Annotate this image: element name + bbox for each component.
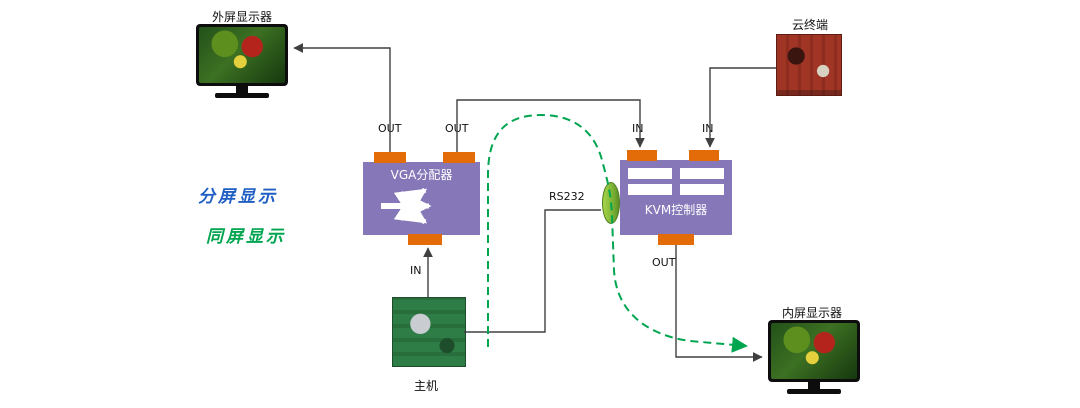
monitor-bezel <box>768 320 860 382</box>
monitor-screen-image <box>199 27 285 83</box>
line-vga-to-external-monitor <box>293 43 391 152</box>
monitor-base <box>215 93 269 98</box>
vga-in-port <box>408 234 442 245</box>
kvm-controller-box: KVM控制器 <box>620 160 732 235</box>
monitor-screen-image <box>771 323 857 379</box>
line-vga-to-kvm <box>456 99 645 152</box>
internal-monitor-label: 内屏显示器 <box>782 306 843 320</box>
port-label-in-2: IN <box>702 122 714 135</box>
cloud-terminal-board-image <box>776 34 842 96</box>
line-kvm-to-internal-monitor <box>675 245 763 362</box>
monitor-stand <box>808 382 820 389</box>
external-monitor-label: 外屏显示器 <box>212 10 273 24</box>
port-label-out-1: OUT <box>378 122 402 135</box>
external-monitor-icon <box>196 24 288 98</box>
line-host-rs232-to-kvm <box>464 209 601 333</box>
kvm-controller-title: KVM控制器 <box>644 203 708 217</box>
vga-splitter-box: VGA分配器 <box>363 162 480 235</box>
kvm-slot-bar <box>628 184 672 195</box>
kvm-out-port <box>658 234 694 245</box>
kvm-in-port-2 <box>689 150 719 161</box>
rs232-label: RS232 <box>549 190 585 203</box>
port-label-in-1: IN <box>632 122 644 135</box>
kvm-slot-bar <box>628 168 672 179</box>
kvm-slot-bar <box>680 168 724 179</box>
vga-splitter-title: VGA分配器 <box>390 168 453 182</box>
cloud-terminal-label: 云终端 <box>792 18 829 32</box>
line-cloud-to-kvm <box>705 67 776 148</box>
host-label: 主机 <box>414 379 439 393</box>
port-label-out-2: OUT <box>445 122 469 135</box>
port-label-vga-in: IN <box>410 264 422 277</box>
monitor-base <box>787 389 841 394</box>
split-screen-annotation: 分屏显示 <box>198 187 278 207</box>
kvm-in-port-1 <box>627 150 657 161</box>
host-board-image <box>392 297 466 367</box>
port-label-kvm-out: OUT <box>652 256 676 269</box>
rs232-connector-icon <box>602 182 620 224</box>
same-screen-annotation: 同屏显示 <box>206 227 286 247</box>
vga-out-port-1 <box>374 152 406 163</box>
monitor-stand <box>236 86 248 93</box>
internal-monitor-icon <box>768 320 860 394</box>
kvm-slot-bar <box>680 184 724 195</box>
vga-out-port-2 <box>443 152 475 163</box>
monitor-bezel <box>196 24 288 86</box>
